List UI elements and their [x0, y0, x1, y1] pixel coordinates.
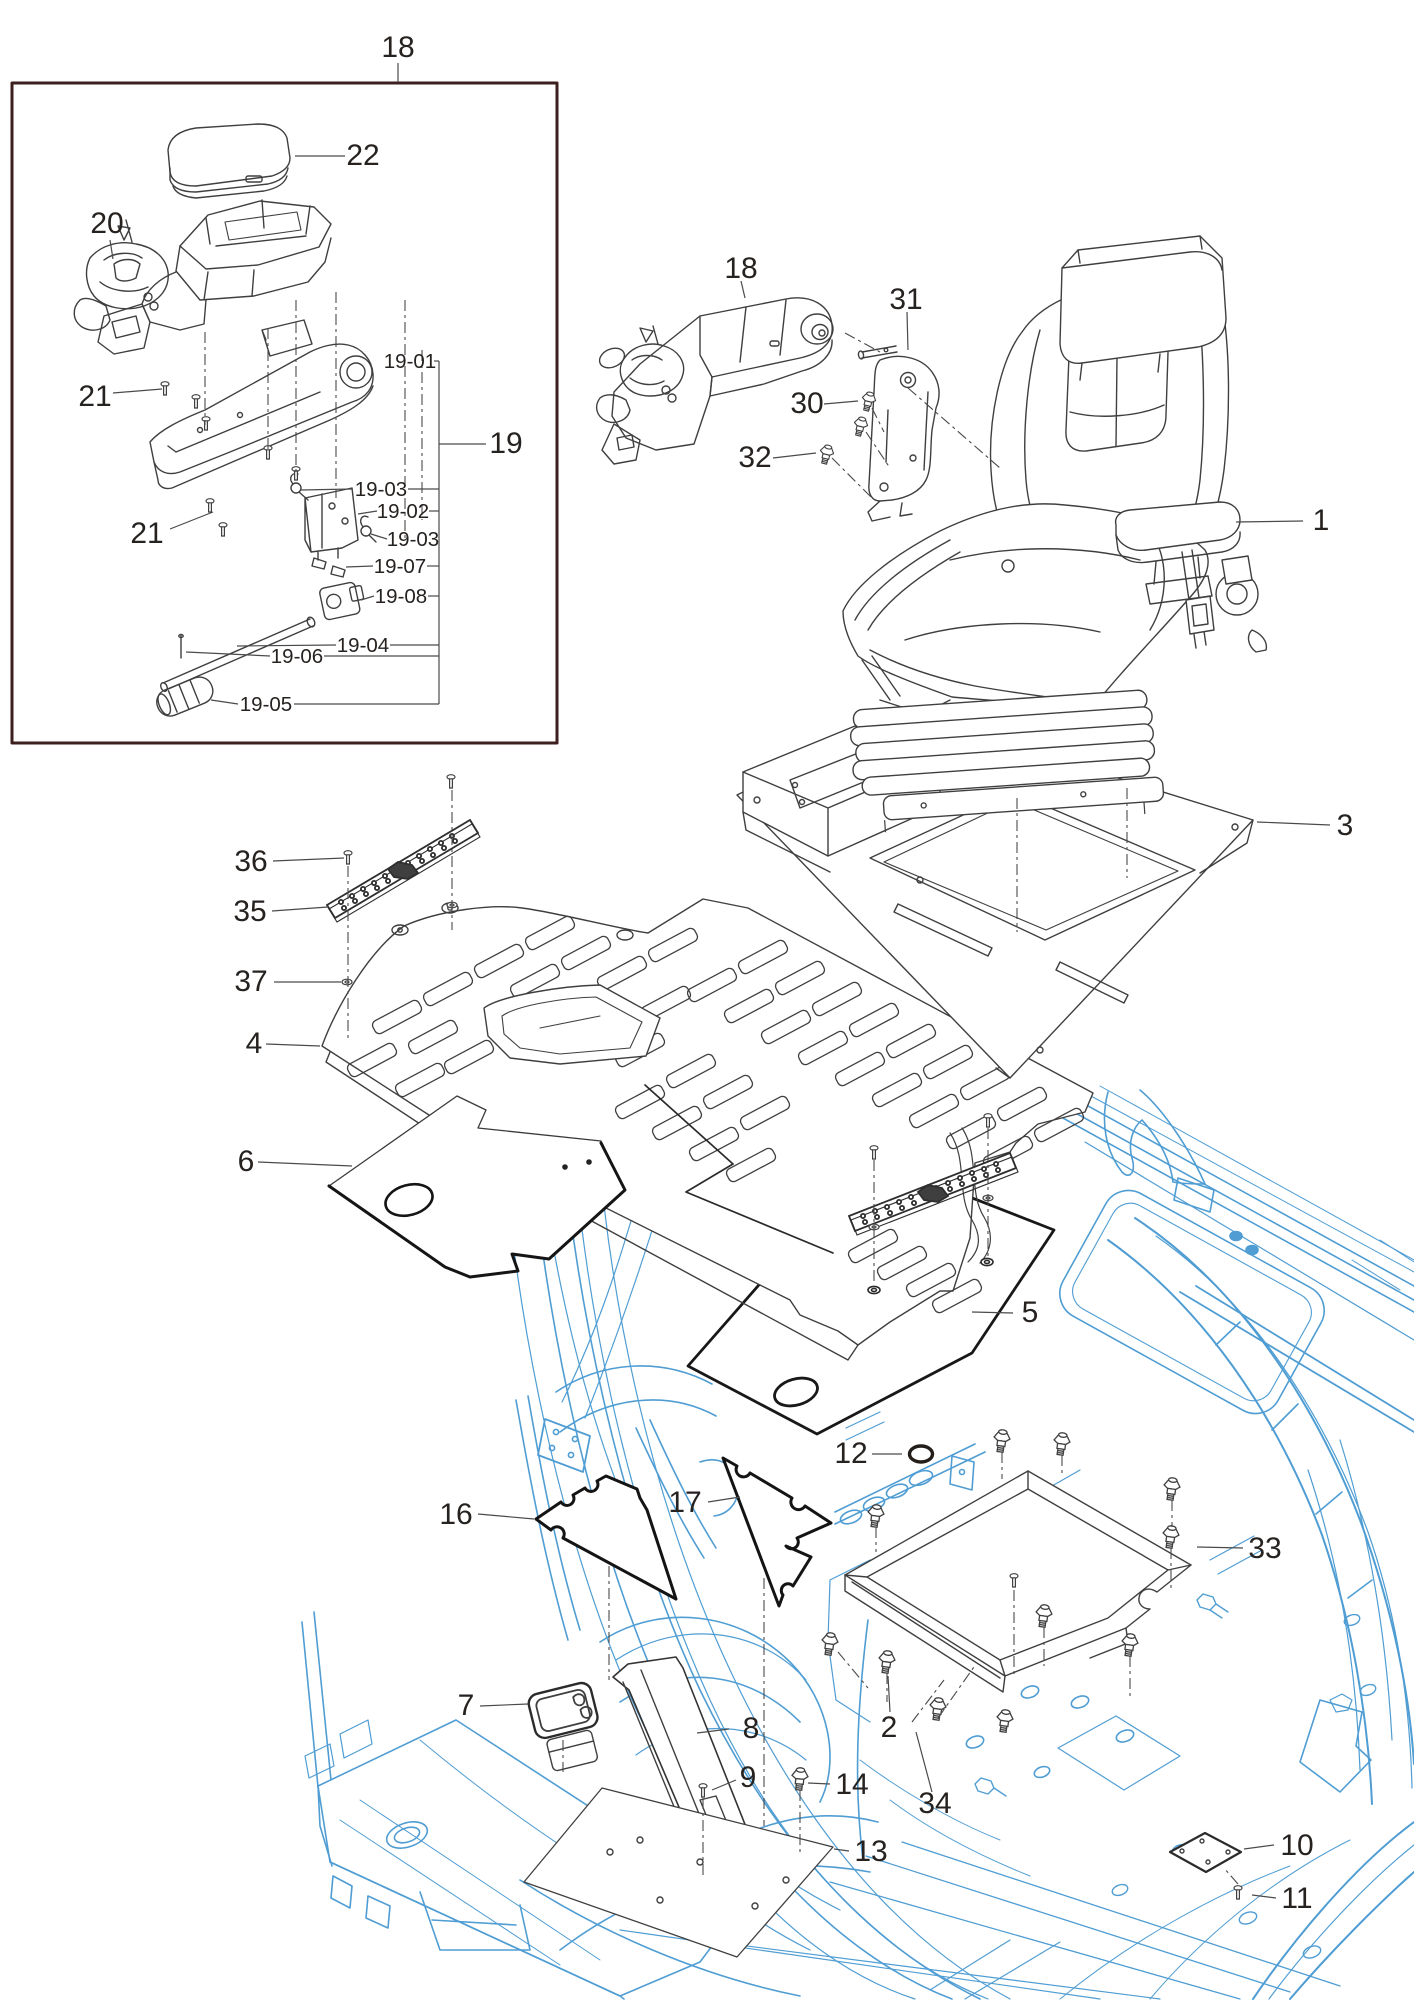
- svg-text:19-05: 19-05: [240, 693, 292, 716]
- svg-text:8: 8: [743, 1712, 760, 1745]
- svg-text:34: 34: [918, 1787, 951, 1820]
- svg-text:31: 31: [889, 283, 922, 316]
- svg-text:37: 37: [234, 965, 267, 998]
- svg-text:13: 13: [854, 1835, 887, 1868]
- svg-text:19-01: 19-01: [384, 350, 436, 373]
- svg-text:1: 1: [1313, 504, 1330, 537]
- svg-text:20: 20: [90, 207, 123, 240]
- svg-text:14: 14: [835, 1768, 868, 1801]
- svg-text:19: 19: [489, 427, 522, 460]
- svg-text:19-06: 19-06: [271, 645, 323, 668]
- svg-text:18: 18: [381, 31, 414, 64]
- svg-text:19-02: 19-02: [377, 500, 429, 523]
- svg-text:9: 9: [740, 1761, 757, 1794]
- svg-text:36: 36: [234, 845, 267, 878]
- svg-text:19-03: 19-03: [387, 528, 439, 551]
- svg-text:3: 3: [1337, 809, 1354, 842]
- svg-text:21: 21: [130, 517, 163, 550]
- svg-text:19-07: 19-07: [374, 555, 426, 578]
- svg-text:18: 18: [724, 252, 757, 285]
- svg-text:33: 33: [1248, 1532, 1281, 1565]
- svg-text:4: 4: [246, 1027, 263, 1060]
- svg-text:19-04: 19-04: [337, 634, 389, 657]
- svg-text:35: 35: [233, 895, 266, 928]
- svg-text:7: 7: [458, 1689, 475, 1722]
- svg-text:22: 22: [346, 139, 379, 172]
- svg-text:17: 17: [668, 1486, 701, 1519]
- svg-text:16: 16: [439, 1498, 472, 1531]
- svg-text:11: 11: [1281, 1882, 1312, 1915]
- svg-text:30: 30: [790, 387, 823, 420]
- svg-text:19-08: 19-08: [375, 585, 427, 608]
- svg-text:32: 32: [738, 441, 771, 474]
- svg-text:21: 21: [78, 380, 111, 413]
- svg-text:5: 5: [1022, 1296, 1039, 1329]
- svg-text:2: 2: [881, 1711, 898, 1744]
- svg-text:12: 12: [834, 1437, 867, 1470]
- svg-text:19-03: 19-03: [355, 478, 407, 501]
- svg-text:10: 10: [1280, 1829, 1313, 1862]
- svg-text:6: 6: [238, 1145, 255, 1178]
